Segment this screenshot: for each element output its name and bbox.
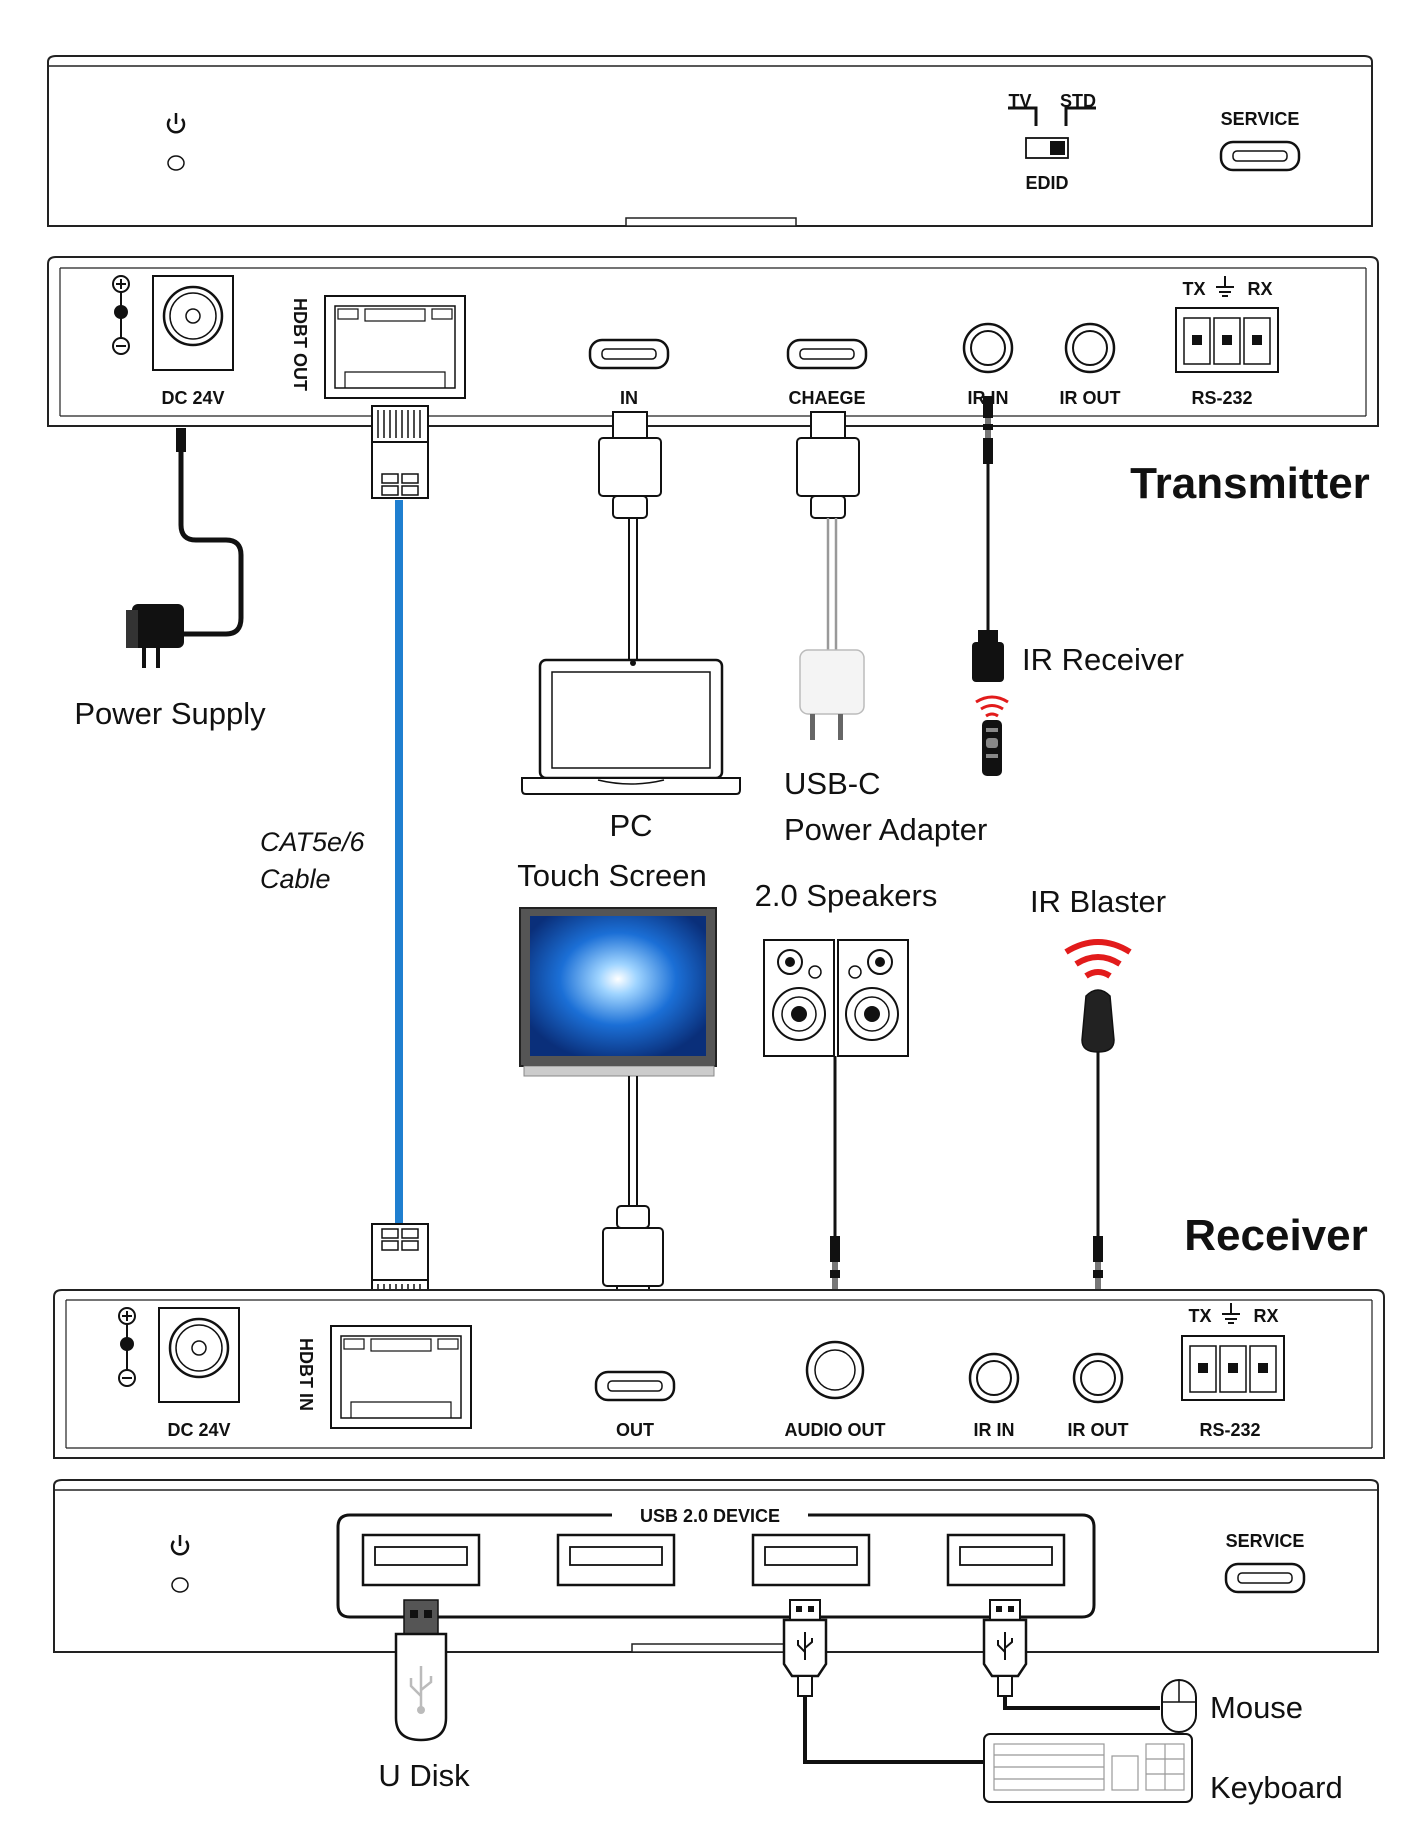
tx-rs232-rx-label: RX (1247, 279, 1272, 299)
tx-service-port[interactable] (1219, 140, 1301, 172)
tx-ir-out-label: IR OUT (1060, 388, 1121, 408)
ir-receiver-label: IR Receiver (1022, 642, 1184, 677)
mouse-icon (1161, 1679, 1197, 1733)
u-disk-icon (394, 1599, 448, 1742)
ir-remote-icon (975, 695, 1009, 776)
adapter-label-line2: Power Adapter (784, 812, 987, 847)
usb-c-adapter-icon (799, 649, 865, 740)
tx-charge-label: CHAEGE (788, 388, 865, 408)
tx-dc-label: DC 24V (161, 388, 224, 408)
mouse-usb-plug (982, 1599, 1160, 1710)
tx-hdbt-rj45-port[interactable] (324, 295, 466, 399)
audio-cable (830, 1056, 840, 1292)
mouse-label: Mouse (1210, 1690, 1303, 1725)
screen-cable (602, 1076, 664, 1313)
tx-charge-port[interactable] (786, 338, 868, 370)
ir-blaster-cable (1093, 1052, 1103, 1292)
rx-ground-icon (1222, 1303, 1240, 1324)
rx-power-led (171, 1577, 189, 1593)
rx-power-icon (170, 1535, 190, 1556)
pc-cable (598, 411, 662, 660)
tx-service-label: SERVICE (1221, 109, 1300, 129)
rx-rs232-tx-label: TX (1188, 1306, 1211, 1326)
receiver-front-panel: USB 2.0 DEVICE SERVICE (53, 1479, 1379, 1653)
rx-ir-in-jack[interactable] (968, 1352, 1020, 1404)
transmitter-front-panel: TV STD EDID SERVICE (47, 55, 1373, 227)
ir-receiver-cable (972, 396, 1004, 682)
transmitter-rear-panel: DC 24V HDBT OUT IN CHAEGE IR IN (47, 256, 1379, 427)
adapter-label-line1: USB-C (784, 766, 880, 801)
keyboard-usb-plug (782, 1599, 990, 1764)
cable-label-line1: CAT5e/6 (260, 827, 366, 857)
tx-rs232-tx-label: TX (1182, 279, 1205, 299)
usb-device-label: USB 2.0 DEVICE (640, 1506, 780, 1526)
rx-rs232-rx-label: RX (1253, 1306, 1278, 1326)
touch-screen-label: Touch Screen (517, 858, 707, 893)
rx-ir-out-label: IR OUT (1068, 1420, 1129, 1440)
charge-cable (796, 411, 860, 650)
edid-std-label: STD (1060, 91, 1096, 111)
laptop-icon (521, 658, 741, 795)
rx-audio-out-label: AUDIO OUT (785, 1420, 886, 1440)
rx-audio-out-jack[interactable] (805, 1340, 865, 1400)
ir-blaster-icon (1064, 939, 1132, 1053)
tx-ir-in-jack[interactable] (962, 322, 1014, 374)
rx-usb-out-port[interactable] (594, 1370, 676, 1402)
edid-switch[interactable] (1008, 106, 1096, 159)
rx-hdbt-label: HDBT IN (296, 1338, 316, 1411)
usb-symbol-icon (409, 1666, 433, 1714)
touch-screen-icon (519, 907, 717, 1077)
rx-usb-out-label: OUT (616, 1420, 654, 1440)
usb-a-port-1[interactable] (361, 1533, 481, 1587)
rx-dc-jack[interactable] (158, 1307, 240, 1403)
cable-label-line2: Cable (260, 864, 331, 894)
tx-rs232-label: RS-232 (1191, 388, 1252, 408)
usb-a-port-3[interactable] (751, 1533, 871, 1587)
edid-label: EDID (1025, 173, 1068, 193)
polarity-icon (112, 275, 130, 355)
rx-service-port[interactable] (1224, 1562, 1306, 1594)
power-supply (126, 428, 244, 668)
ground-icon (1216, 276, 1234, 297)
u-disk-label: U Disk (378, 1758, 470, 1793)
ir-blaster-label: IR Blaster (1030, 884, 1166, 919)
cat-cable (371, 405, 429, 1317)
tx-dc-jack[interactable] (152, 275, 234, 371)
rj45-plug-top (371, 405, 429, 499)
edid-tv-label: TV (1008, 91, 1031, 111)
tx-usb-in-label: IN (620, 388, 638, 408)
power-led (167, 155, 185, 171)
tx-hdbt-label: HDBT OUT (290, 298, 310, 391)
power-supply-label: Power Supply (74, 696, 266, 731)
rx-polarity-icon (118, 1307, 136, 1387)
rx-hdbt-rj45-port[interactable] (330, 1325, 472, 1429)
rx-rs232-label: RS-232 (1199, 1420, 1260, 1440)
rx-ir-out-jack[interactable] (1072, 1352, 1124, 1404)
speakers-label: 2.0 Speakers (755, 878, 938, 913)
tx-ir-out-jack[interactable] (1064, 322, 1116, 374)
rx-rs232-terminal[interactable] (1181, 1335, 1285, 1401)
tx-usb-in-port[interactable] (588, 338, 670, 370)
tx-rs232-terminal[interactable] (1175, 307, 1279, 373)
rx-service-label: SERVICE (1226, 1531, 1305, 1551)
power-icon (166, 113, 186, 134)
rx-ir-in-label: IR IN (973, 1420, 1014, 1440)
receiver-rear-panel: DC 24V HDBT IN OUT AUDIO OUT IR IN (53, 1289, 1385, 1459)
receiver-title: Receiver (1184, 1211, 1367, 1260)
speakers-icon (763, 939, 909, 1057)
usb-a-port-2[interactable] (556, 1533, 676, 1587)
keyboard-label: Keyboard (1210, 1770, 1343, 1805)
keyboard-icon (983, 1733, 1193, 1803)
rx-dc-label: DC 24V (167, 1420, 230, 1440)
usb-device-group (336, 1513, 1096, 1619)
pc-label: PC (609, 808, 652, 843)
transmitter-title: Transmitter (1130, 459, 1370, 508)
usb-a-port-4[interactable] (946, 1533, 1066, 1587)
